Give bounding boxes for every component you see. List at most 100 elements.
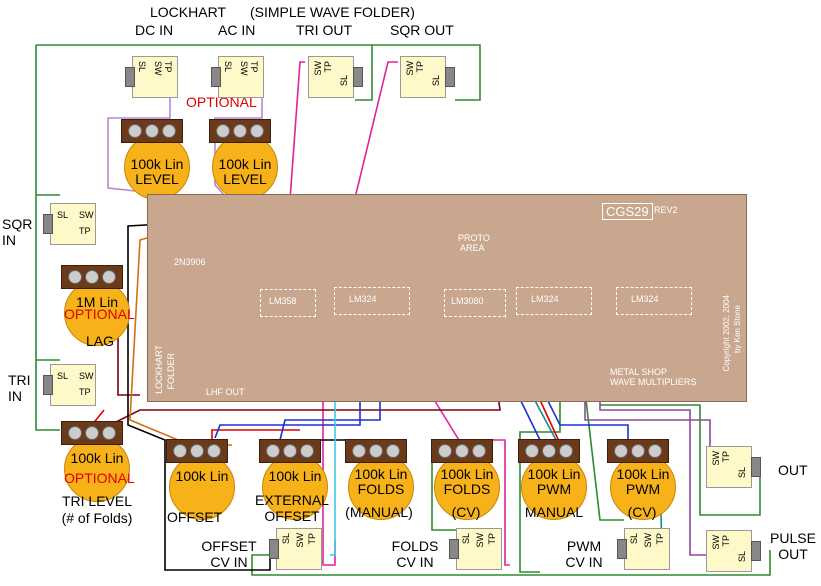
jack-nut: [269, 539, 279, 559]
sqr-out-jack[interactable]: SW TP SL: [400, 56, 455, 98]
wire-green-bottom: [251, 550, 771, 576]
jack-sw-label: SW: [295, 533, 305, 548]
wire-green-left-bus: [35, 45, 60, 431]
wire-blue-offset: [214, 395, 361, 439]
jack-sw-label: SW: [153, 61, 163, 76]
offset-pot-label: 100k Lin: [175, 468, 229, 484]
jack-sw-label: SW: [711, 535, 721, 550]
ac-in-jack[interactable]: SL SW TP: [211, 56, 264, 98]
jack-sl-label: SL: [737, 467, 747, 479]
pcb-lockhart: LOCKHART: [154, 345, 164, 394]
pot-terminals: [518, 439, 580, 463]
jack-sl-label: SL: [339, 75, 349, 87]
tri-level-label: TRI LEVEL: [61, 493, 133, 509]
folds-cv-label: (CV): [451, 504, 481, 520]
pulse-out-jack[interactable]: SW TP SL: [706, 530, 761, 572]
wire-cyan-offset-cv: [330, 400, 336, 556]
pcb-lhf-out: LHF OUT: [206, 387, 245, 397]
jack-tp-label: TP: [415, 61, 425, 73]
jack-sw-label: SW: [79, 371, 94, 381]
jack-nut: [751, 457, 761, 477]
tri-out-label: TRI OUT: [296, 22, 352, 38]
chip-lm324-b: LM324: [516, 287, 592, 315]
jack-tp-label: TP: [163, 61, 173, 73]
pwm-cv-in-jack[interactable]: SL SW TP: [617, 528, 670, 570]
jack-nut: [125, 67, 135, 87]
offset-label: OFFSET: [167, 509, 223, 525]
offset-cv-in-jack[interactable]: SL SW TP: [269, 528, 322, 570]
lag-pot[interactable]: 1M Lin: [61, 265, 130, 346]
pwm-manual-label: MANUAL: [524, 504, 584, 520]
pot-terminals: [121, 119, 183, 143]
jack-sw-label: SW: [475, 533, 485, 548]
tri-level-pot[interactable]: 100k Lin: [61, 421, 130, 502]
jack-sl-label: SL: [737, 551, 747, 563]
pcb-area: AREA: [460, 243, 485, 253]
lockhart-label: LOCKHART: [150, 4, 226, 20]
jack-sl-label: SL: [137, 61, 147, 73]
wire-magenta-folds-cv: [490, 439, 510, 566]
optional-lag-label: OPTIONAL: [64, 306, 135, 322]
pwm-cv-label: (CV): [627, 504, 657, 520]
wire-darkred-tri: [103, 394, 501, 429]
ac-in-label: AC IN: [218, 22, 256, 38]
out-label: OUT: [778, 462, 808, 478]
wire-green-sqr-out: [355, 45, 373, 101]
chip-lm324-c: LM324: [616, 287, 692, 315]
jack-tp-label: TP: [79, 226, 91, 236]
jack-sw-label: SW: [239, 61, 249, 76]
chip-lm324-a: LM324: [334, 287, 410, 315]
sqr-in-jack[interactable]: SL SW TP: [43, 203, 96, 245]
dc-in-jack[interactable]: SL SW TP: [125, 56, 178, 98]
tri-out-jack[interactable]: SW TP SL: [308, 56, 363, 98]
optional-top-label: OPTIONAL: [186, 94, 257, 110]
tri-in-jack[interactable]: SL SW TP: [43, 364, 96, 406]
jack-nut: [449, 539, 459, 559]
optional-tri-label: OPTIONAL: [64, 470, 135, 486]
pot-terminals: [61, 421, 123, 445]
wire-teal-pwm: [531, 394, 557, 441]
jack-nut: [445, 67, 455, 87]
wire-green-pwm: [585, 399, 624, 521]
jack-sl-label: SL: [629, 533, 639, 545]
wire-blue-ext: [279, 395, 381, 441]
jack-sl-label: SL: [281, 533, 291, 545]
wire-black-offset: [127, 221, 271, 571]
sqr-out-label: SQR OUT: [390, 22, 454, 38]
simple-wave-folder-label: (SIMPLE WAVE FOLDER): [250, 4, 415, 20]
chip-lm3080: LM3080: [444, 289, 506, 317]
circuit-board: CGS29 REV2 PROTO AREA LM358 LM324 LM3080…: [147, 194, 747, 402]
jack-sl-label: SL: [431, 75, 441, 87]
chip-lm358: LM358: [260, 289, 316, 317]
folds-cv-in-jack[interactable]: SL SW TP: [449, 528, 502, 570]
pot-terminals: [431, 439, 493, 463]
jack-sw-label: SW: [405, 61, 415, 76]
pcb-transistor: 2N3906: [174, 257, 206, 267]
num-folds-label: (# of Folds): [61, 510, 133, 526]
jack-nut: [353, 67, 363, 87]
out-jack[interactable]: SW TP SL: [706, 446, 761, 488]
jack-tp-label: TP: [721, 451, 731, 463]
jack-sw-label: SW: [79, 210, 94, 220]
wire-purple-out: [584, 400, 711, 470]
lag-label: LAG: [86, 333, 115, 349]
ext-offset-pot[interactable]: 100k Lin: [259, 439, 328, 520]
jack-nut: [617, 539, 627, 559]
offset-pot[interactable]: 100k Lin: [166, 439, 235, 520]
